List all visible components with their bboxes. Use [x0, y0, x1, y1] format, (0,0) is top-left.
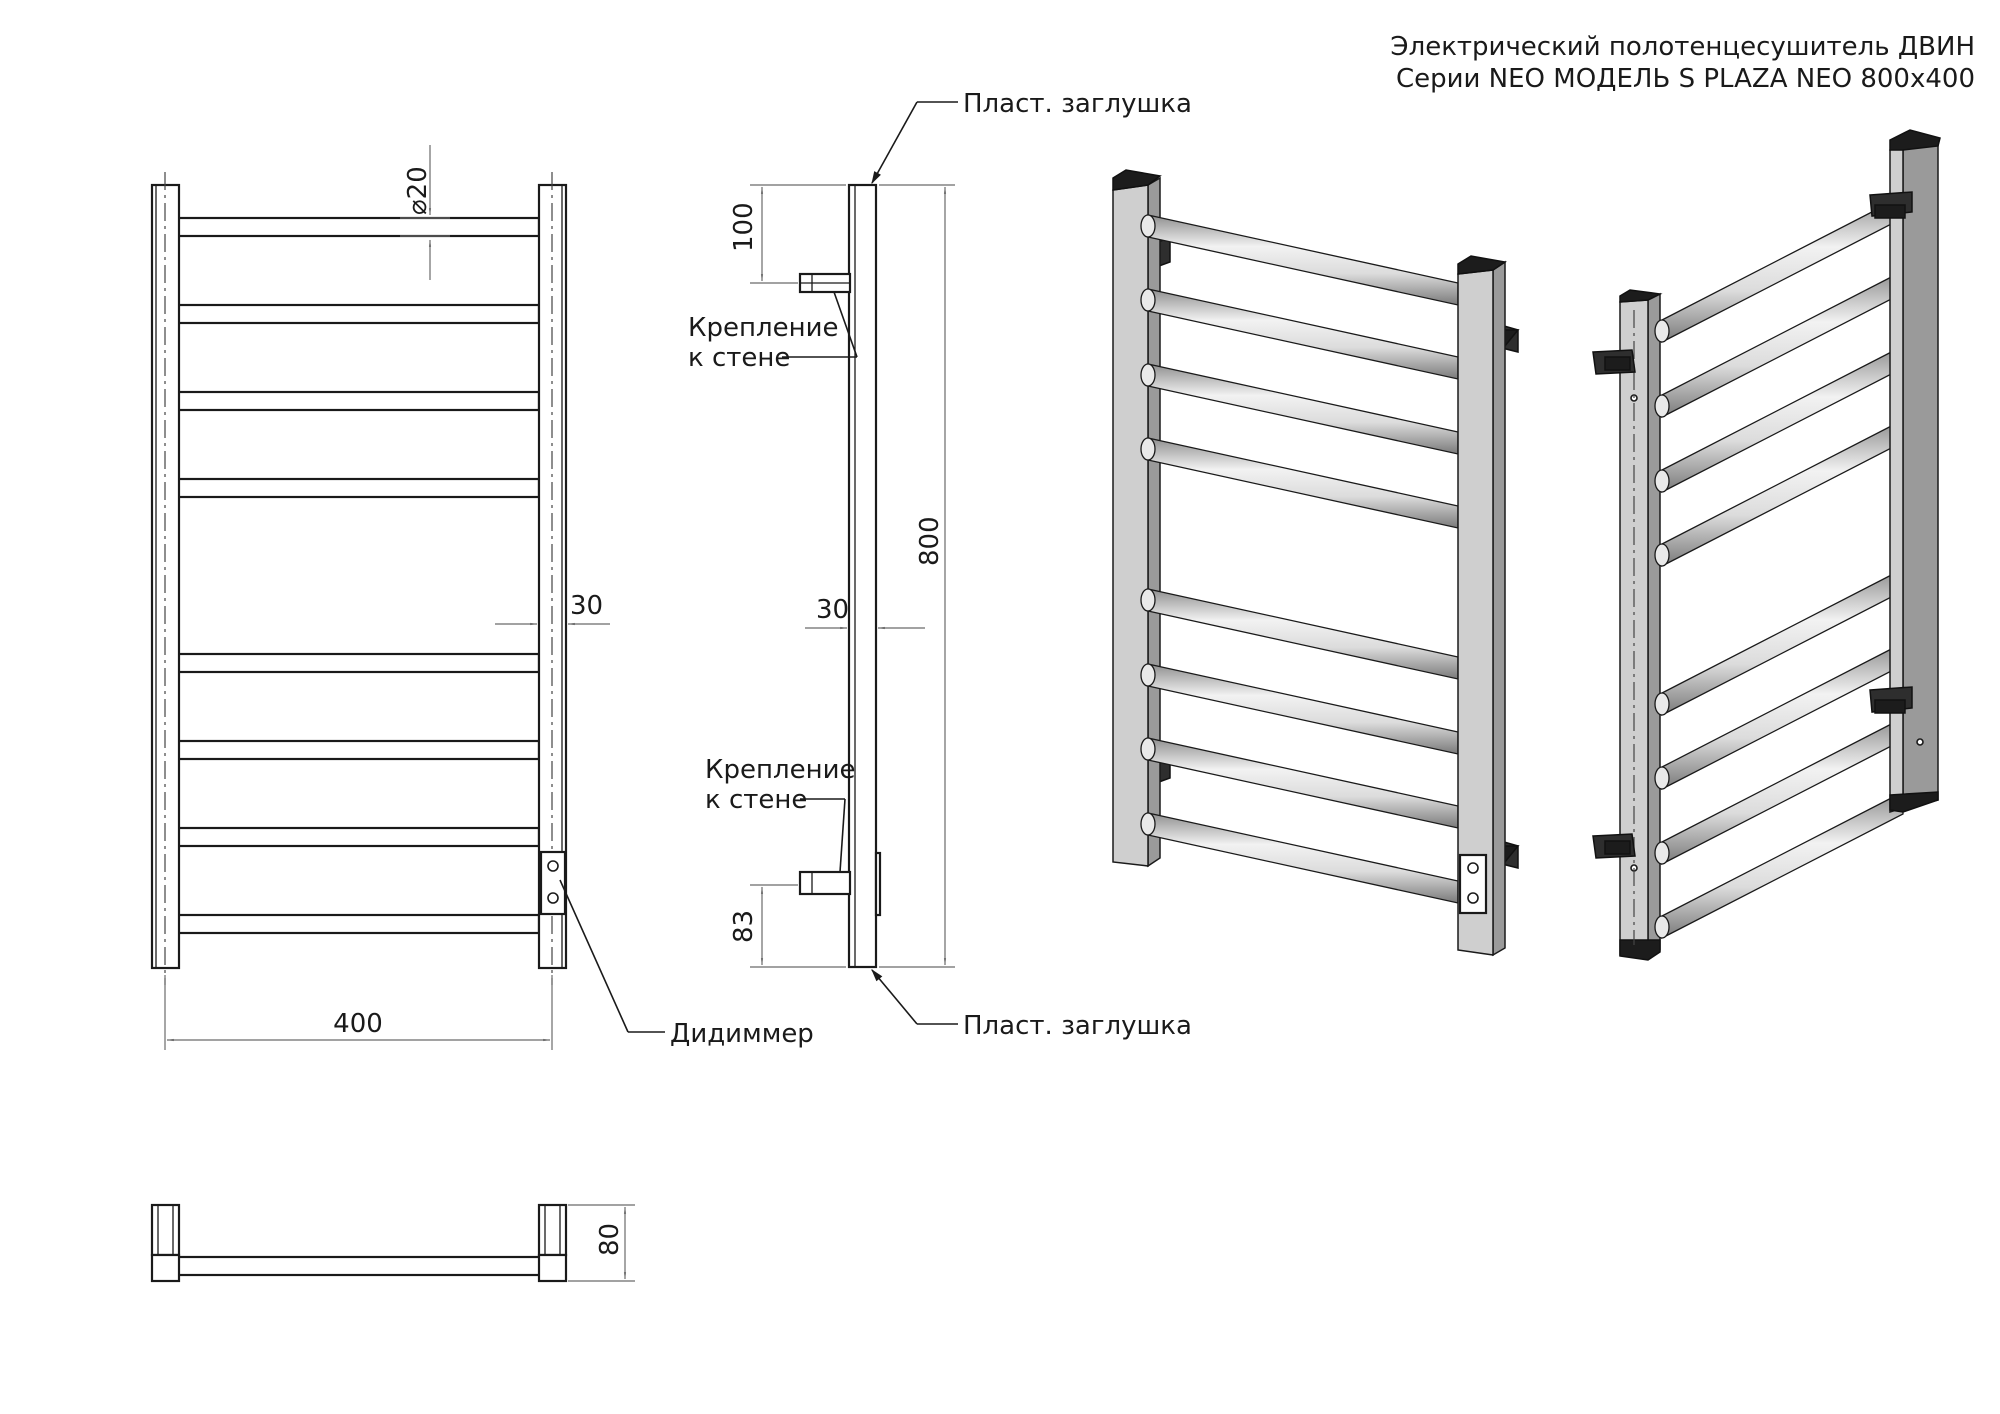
- iso-rear-bar: [1661, 194, 1904, 344]
- front-bar: [176, 652, 541, 674]
- front-bar: [176, 390, 541, 412]
- front-bars: [176, 216, 541, 935]
- iso-rear-bars: [1654, 194, 1904, 940]
- iso-bar: [1147, 737, 1459, 829]
- dimmer-switch-icon: [547, 892, 559, 904]
- dimmer-callout: Дидиммер: [559, 879, 814, 1049]
- iso-front-view: [1112, 169, 1520, 957]
- iso-rear-left-cap-bottom: [1619, 939, 1661, 961]
- front-view: [150, 172, 568, 985]
- wall-mount-1-line2: к стене: [688, 343, 790, 373]
- iso-dimmer-switch-icon: [1467, 892, 1479, 904]
- wall-mount-2-line1: Крепление: [705, 755, 855, 785]
- iso-rear-bracket: [1604, 356, 1631, 371]
- side-rail: [847, 183, 878, 969]
- callout-wall-mount-2: Крепление к стене: [705, 755, 855, 873]
- iso-bar: [1147, 437, 1459, 529]
- top-right-cap: [537, 1253, 568, 1283]
- dim-overall-height: 800: [915, 516, 945, 566]
- front-dimensions: ⌀20 30 400: [164, 145, 610, 1050]
- cap-bottom-label: Пласт. заглушка: [963, 1011, 1192, 1041]
- title-line-1: Электрический полотенцесушитель ДВИН: [1390, 32, 1975, 62]
- dimmer-knob-icon: [547, 860, 559, 872]
- cap-top-label: Пласт. заглушка: [963, 89, 1192, 119]
- iso-right-rail-face: [1457, 269, 1494, 956]
- top-bar: [174, 1255, 544, 1277]
- dim-side-rail-width: 30: [816, 595, 849, 625]
- iso-bar: [1147, 214, 1459, 306]
- iso-left-cap: [1112, 169, 1162, 191]
- iso-rear-right-cap: [1889, 129, 1941, 151]
- dim-overall-width: 400: [333, 1009, 383, 1039]
- front-bar: [176, 216, 541, 238]
- iso-rear-bracket: [1604, 840, 1631, 855]
- title-line-2: Серии NEO МОДЕЛЬ S PLAZA NEO 800x400: [1396, 64, 1975, 94]
- side-dimmer: [874, 851, 882, 917]
- side-view: [798, 183, 882, 969]
- dim-depth: 80: [595, 1223, 625, 1256]
- top-left-rail: [150, 1203, 181, 1257]
- top-right-rail: [537, 1203, 568, 1257]
- iso-right-rail-side: [1492, 260, 1506, 957]
- iso-bar: [1147, 363, 1459, 455]
- iso-rear-bracket: [1874, 699, 1906, 714]
- iso-bar: [1147, 812, 1459, 904]
- side-dimensions: 100 800 30 83: [729, 184, 955, 968]
- iso-rear-bar: [1661, 641, 1904, 791]
- top-view: [150, 1203, 568, 1283]
- iso-dimmer-knob-icon: [1467, 862, 1479, 874]
- iso-rear-right-cap-bottom: [1889, 791, 1939, 813]
- callout-cap-top: Пласт. заглушка: [871, 89, 1192, 185]
- iso-bar: [1147, 588, 1459, 680]
- iso-bar: [1147, 663, 1459, 755]
- iso-rear-bar: [1661, 418, 1904, 568]
- wall-bracket-bottom: [798, 870, 852, 896]
- wall-mount-2-line2: к стене: [705, 785, 807, 815]
- dimmer-label: Дидиммер: [670, 1019, 814, 1049]
- dim-tube-diameter: ⌀20: [403, 166, 433, 215]
- iso-rear-bar: [1661, 269, 1904, 419]
- iso-left-rail-face: [1112, 184, 1149, 867]
- top-dimensions: 80: [568, 1204, 635, 1282]
- iso-rear-bracket: [1874, 204, 1906, 219]
- wall-mount-1-line1: Крепление: [688, 313, 838, 343]
- dim-side-bottom-offset: 83: [729, 910, 759, 943]
- iso-rear-left-cap: [1619, 289, 1663, 303]
- dim-side-top-offset: 100: [729, 202, 759, 252]
- title-block: Электрический полотенцесушитель ДВИН Сер…: [1390, 32, 1975, 94]
- iso-front-bars: [1140, 214, 1459, 904]
- iso-bar: [1147, 288, 1459, 380]
- iso-rear-bar: [1661, 790, 1904, 940]
- iso-rear-bar: [1661, 716, 1904, 866]
- dim-front-rail-width: 30: [570, 591, 603, 621]
- front-bar: [176, 303, 541, 325]
- callout-cap-bottom: Пласт. заглушка: [871, 969, 1192, 1041]
- front-bar: [176, 477, 541, 499]
- front-bar: [176, 913, 541, 935]
- iso-rear-bar: [1661, 567, 1904, 717]
- top-left-cap: [150, 1253, 181, 1283]
- iso-rear-view: [1592, 129, 1941, 961]
- iso-right-cap: [1457, 255, 1507, 275]
- callout-wall-mount-1: Крепление к стене: [688, 291, 858, 373]
- front-bar: [176, 826, 541, 848]
- front-bar: [176, 739, 541, 761]
- iso-rear-bar: [1661, 344, 1904, 494]
